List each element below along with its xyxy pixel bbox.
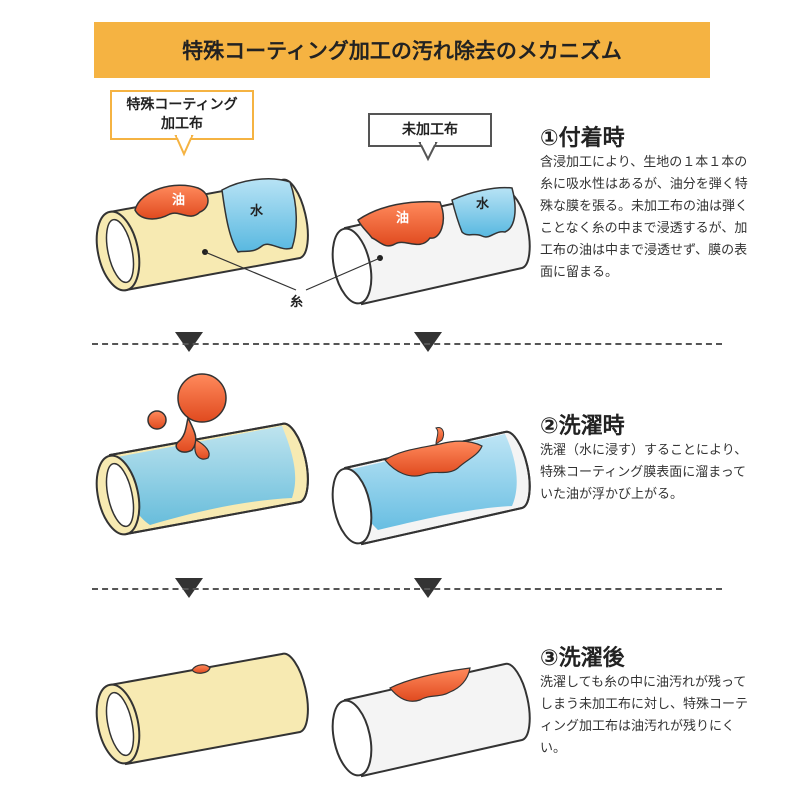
oil-label-plain: 油 — [396, 210, 409, 226]
oil-label: 油 — [172, 192, 185, 208]
plain-tube-step1 — [331, 186, 531, 306]
water-label: 水 — [250, 203, 264, 219]
coated-tube-step2 — [95, 373, 309, 536]
plain-tube-step3 — [331, 662, 531, 778]
coated-fabric-label: 特殊コーティング 加工布 — [110, 90, 254, 140]
step1-description: 含浸加工により、生地の１本１本の糸に吸水性はあるが、油分を弾く特殊な膜を張る。未… — [540, 155, 749, 280]
step3-title: ③洗濯後 — [540, 646, 625, 671]
thread-pointer — [202, 249, 383, 291]
divider-1 — [92, 343, 722, 345]
page-title: 特殊コーティング加工の汚れ除去のメカニズム — [94, 22, 710, 78]
water-label-plain: 水 — [476, 196, 490, 212]
arrow-down-right-1 — [414, 332, 442, 352]
coated-tube-step3 — [95, 652, 309, 766]
step3-description: 洗濯しても糸の中に油汚れが残ってしまう未加工布に対し、特殊コーティング加工布は油… — [540, 675, 749, 756]
coated-label-pointer — [174, 135, 194, 157]
step1-title: ①付着時 — [540, 126, 625, 151]
coated-fabric-label-line1: 特殊コーティング — [126, 97, 238, 113]
thread-label: 糸 — [290, 294, 303, 310]
plain-tube-step2 — [331, 427, 531, 546]
coated-fabric-label-line2: 加工布 — [160, 116, 203, 132]
step2-title: ②洗濯時 — [540, 414, 625, 439]
divider-2 — [92, 588, 722, 590]
plain-label-pointer — [418, 142, 438, 162]
arrow-down-left-1 — [175, 332, 203, 352]
step2-description: 洗濯（水に浸す）することにより、特殊コーティング膜表面に溜まっていた油が浮かび上… — [540, 443, 748, 502]
coated-tube-step1 — [95, 177, 309, 292]
